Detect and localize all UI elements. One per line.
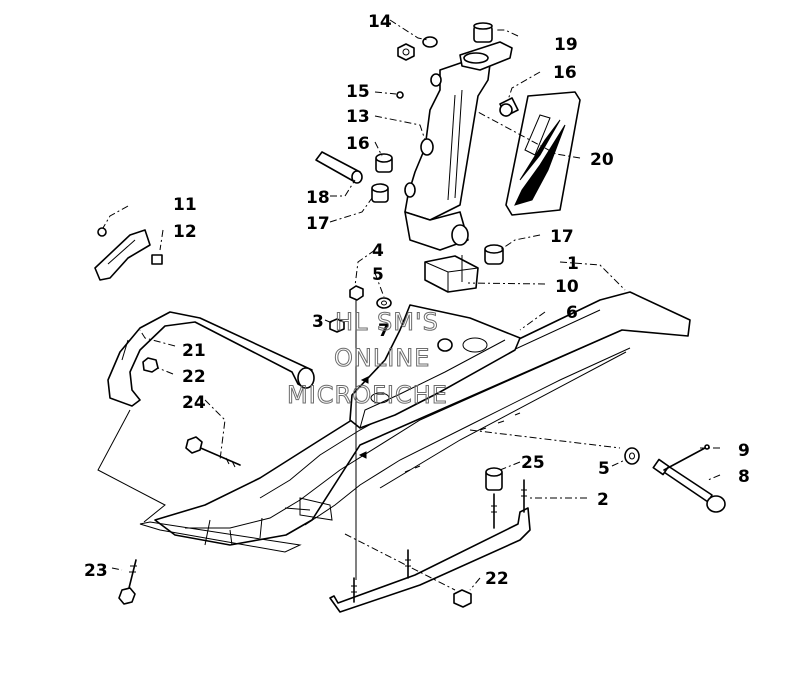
watermark-line-1: HL SM'S bbox=[335, 308, 439, 336]
watermark-line-2: ONLINE bbox=[334, 344, 430, 372]
bolt-22-upper bbox=[142, 357, 159, 373]
bolt-24 bbox=[185, 436, 241, 468]
label-17-right: 17 bbox=[550, 227, 574, 247]
label-7: 7 bbox=[378, 321, 390, 341]
grease-nut-14 bbox=[397, 36, 438, 61]
bushing-mid bbox=[375, 153, 393, 173]
spacer-tube bbox=[315, 151, 363, 184]
label-24: 24 bbox=[182, 393, 206, 413]
label-17-left: 17 bbox=[306, 214, 330, 234]
label-23: 23 bbox=[84, 561, 108, 581]
label-10: 10 bbox=[555, 277, 579, 297]
label-13: 13 bbox=[346, 107, 370, 127]
nut-4 bbox=[349, 285, 364, 301]
watermark: HL SM'S ONLINE MICROFICHE bbox=[287, 308, 448, 410]
nut-12 bbox=[151, 254, 163, 265]
label-18: 18 bbox=[306, 188, 330, 208]
label-15: 15 bbox=[346, 82, 370, 102]
spindle bbox=[404, 57, 491, 251]
washer-5-lower bbox=[624, 447, 640, 465]
label-9: 9 bbox=[738, 441, 750, 461]
bumper-10 bbox=[424, 255, 479, 293]
spindle-decal bbox=[505, 91, 581, 216]
bushing-lower-left bbox=[371, 183, 389, 203]
bolt-head-7 bbox=[437, 338, 453, 352]
bolt-23 bbox=[118, 559, 137, 605]
pivot-bolt-8 bbox=[652, 458, 726, 513]
wear-bar-front bbox=[139, 521, 302, 553]
watermark-line-3: MICROFICHE bbox=[287, 381, 448, 409]
ski-saddle bbox=[349, 304, 521, 473]
handle-11 bbox=[94, 227, 151, 281]
spindle-cap bbox=[459, 22, 513, 71]
wear-bar bbox=[329, 479, 531, 613]
label-3: 3 bbox=[312, 312, 324, 332]
label-8: 8 bbox=[738, 467, 750, 487]
label-16-lower: 16 bbox=[346, 134, 370, 154]
label-14: 14 bbox=[368, 12, 392, 32]
label-6: 6 bbox=[566, 303, 578, 323]
label-22-lower: 22 bbox=[485, 569, 509, 589]
bushing-lower-right bbox=[484, 244, 504, 265]
washer-5-upper bbox=[376, 297, 392, 309]
ski-loop bbox=[107, 311, 315, 407]
label-5-lower: 5 bbox=[598, 459, 610, 479]
label-11: 11 bbox=[173, 195, 197, 215]
label-4: 4 bbox=[372, 241, 384, 261]
leader-lines bbox=[102, 19, 721, 591]
label-16-upper: 16 bbox=[553, 63, 577, 83]
bushing-upper bbox=[499, 97, 519, 117]
ski-body bbox=[154, 291, 691, 546]
spacer-25 bbox=[485, 467, 503, 491]
part-labels: 14 19 16 15 13 16 20 18 17 17 11 12 4 1 … bbox=[84, 12, 750, 589]
cotter-pin-9 bbox=[663, 444, 710, 471]
label-1: 1 bbox=[567, 254, 579, 274]
label-25: 25 bbox=[521, 453, 545, 473]
grease-fitting-15 bbox=[396, 91, 404, 99]
label-19: 19 bbox=[554, 35, 578, 55]
nut-3 bbox=[329, 318, 345, 333]
nut-22-lower bbox=[453, 589, 472, 608]
label-22-upper: 22 bbox=[182, 367, 206, 387]
assembly-lines bbox=[97, 255, 463, 580]
label-12: 12 bbox=[173, 222, 197, 242]
label-20: 20 bbox=[590, 150, 614, 170]
label-2: 2 bbox=[597, 490, 609, 510]
label-21: 21 bbox=[182, 341, 206, 361]
label-5-upper: 5 bbox=[372, 265, 384, 285]
